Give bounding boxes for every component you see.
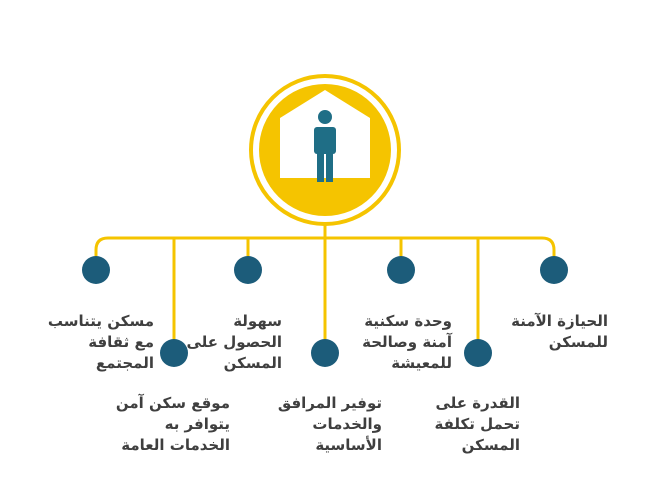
node-safe-location	[160, 339, 188, 367]
node-affordability	[464, 339, 492, 367]
node-basic-services	[311, 339, 339, 367]
node-safe-unit	[387, 256, 415, 284]
node-accessibility	[234, 256, 262, 284]
node-secure-tenure	[540, 256, 568, 284]
center-emblem	[249, 74, 401, 226]
node-cultural-fit	[82, 256, 110, 284]
house-with-person-icon	[280, 90, 370, 182]
nodes	[82, 256, 568, 367]
connector-lines	[94, 222, 556, 342]
